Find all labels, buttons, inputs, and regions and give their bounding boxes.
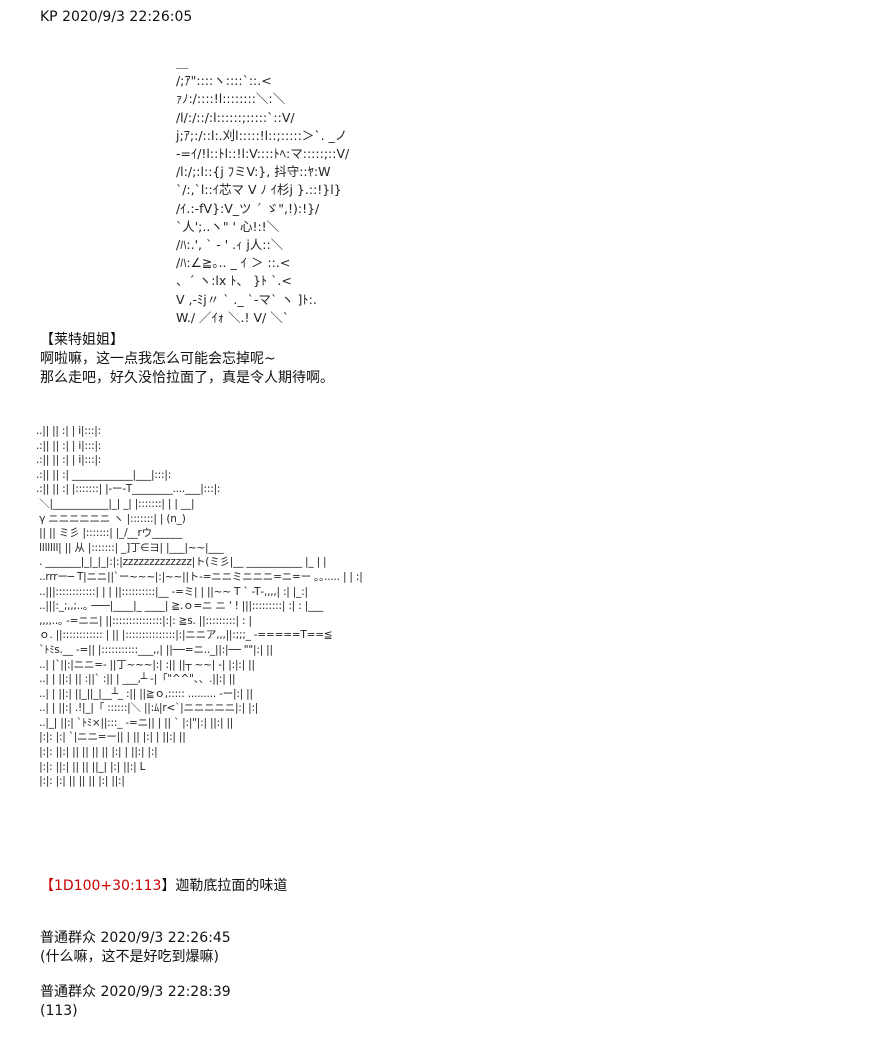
post-author: KP	[40, 9, 58, 25]
reply-header: 普通群众 2020/9/3 22:26:45	[40, 929, 231, 948]
reply-post: 普通群众 2020/9/3 22:26:45 (什么嘛，这不是好吃到爆嘛)	[40, 929, 231, 967]
dialogue-line: 那么走吧，好久没恰拉面了，真是令人期待啊。	[40, 370, 334, 386]
ascii-art-scene: ..|| || :| | i|:::|: .:|| || :| | i|:::|…	[36, 425, 363, 788]
post-timestamp: 2020/9/3 22:26:05	[62, 9, 193, 25]
reply-timestamp: 2020/9/3 22:28:39	[100, 984, 231, 1000]
post-header: KP 2020/9/3 22:26:05	[40, 9, 192, 25]
reply-text: (什么嘛，这不是好吃到爆嘛)	[40, 949, 219, 965]
dice-roll: 【1D100+30:113】迦勒底拉面的味道	[40, 875, 287, 895]
reply-timestamp: 2020/9/3 22:26:45	[100, 930, 231, 946]
dice-bracket-open: 【	[40, 878, 54, 894]
dice-result: 1D100+30:113	[54, 878, 162, 894]
dialogue-line: 啊啦嘛，这一点我怎么可能会忘掉呢~	[40, 351, 276, 367]
dice-label: 迦勒底拉面的味道	[175, 878, 288, 894]
dialogue-block: 【莱特姐姐】 啊啦嘛，这一点我怎么可能会忘掉呢~ 那么走吧，好久没恰拉面了，真是…	[40, 331, 334, 388]
speaker-label: 【莱特姐姐】	[40, 332, 124, 348]
ascii-art-character: ＿ /;ｱ"::::ヽ::::`::.< ｧﾉ:/::::!l::::::::＼…	[175, 55, 350, 325]
reply-author: 普通群众	[40, 984, 96, 1000]
reply-author: 普通群众	[40, 930, 96, 946]
reply-text: (113)	[40, 1003, 78, 1019]
reply-header: 普通群众 2020/9/3 22:28:39	[40, 983, 231, 1002]
dice-bracket-close: 】	[161, 878, 176, 894]
reply-post: 普通群众 2020/9/3 22:28:39 (113)	[40, 983, 231, 1021]
